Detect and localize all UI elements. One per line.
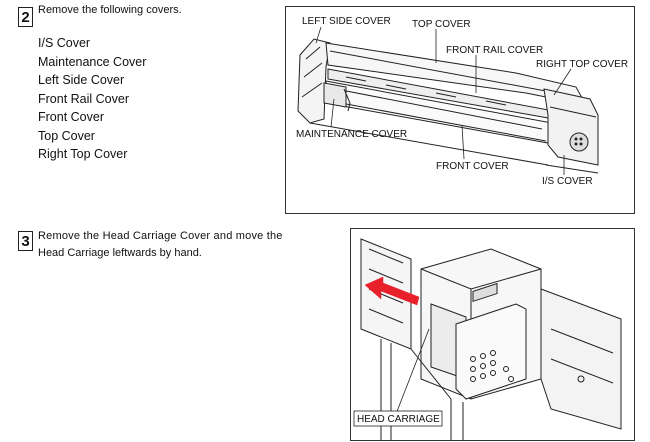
callout-maintenance-cover: MAINTENANCE COVER — [296, 129, 407, 140]
callout-front-rail-cover: FRONT RAIL COVER — [446, 45, 543, 56]
cover-list-item: Left Side Cover — [38, 73, 125, 87]
step-3-number: 3 — [18, 231, 33, 251]
step-2-title: Remove the following covers. — [38, 4, 182, 16]
callout-front-cover: FRONT COVER — [436, 161, 509, 172]
callout-right-top-cover: RIGHT TOP COVER — [536, 59, 628, 70]
move-left-arrow-icon — [364, 276, 420, 306]
cover-list-item: Top Cover — [38, 128, 95, 143]
cover-list-item: Front Rail Cover — [38, 91, 129, 106]
head-carriage-illustration: HEAD CARRIAGE — [353, 238, 622, 440]
cover-list-item: I/S Cover — [38, 36, 91, 50]
head-carriage-figure: HEAD CARRIAGE — [350, 228, 635, 441]
step-3-title-line-2: Head Carriage leftwards by hand. — [38, 247, 202, 259]
cover-list: I/S Cover Maintenance Cover Left Side Co… — [38, 34, 146, 164]
callout-is-cover: I/S COVER — [542, 176, 593, 187]
cover-list-item: Right Top Cover — [38, 147, 128, 161]
callout-top-cover: TOP COVER — [412, 19, 471, 30]
step-3-title-line-1: Remove the Head Carriage Cover and move … — [38, 230, 283, 242]
printer-covers-figure: LEFT SIDE COVER TOP COVER FRONT RAIL COV… — [285, 6, 635, 214]
callout-head-carriage: HEAD CARRIAGE — [357, 414, 440, 425]
step-2-number: 2 — [18, 7, 33, 27]
cover-list-item: Maintenance Cover — [38, 54, 147, 69]
printer-covers-illustration: LEFT SIDE COVER TOP COVER FRONT RAIL COV… — [296, 16, 628, 187]
cover-list-item: Front Cover — [38, 110, 104, 124]
callout-left-side-cover: LEFT SIDE COVER — [302, 16, 391, 27]
